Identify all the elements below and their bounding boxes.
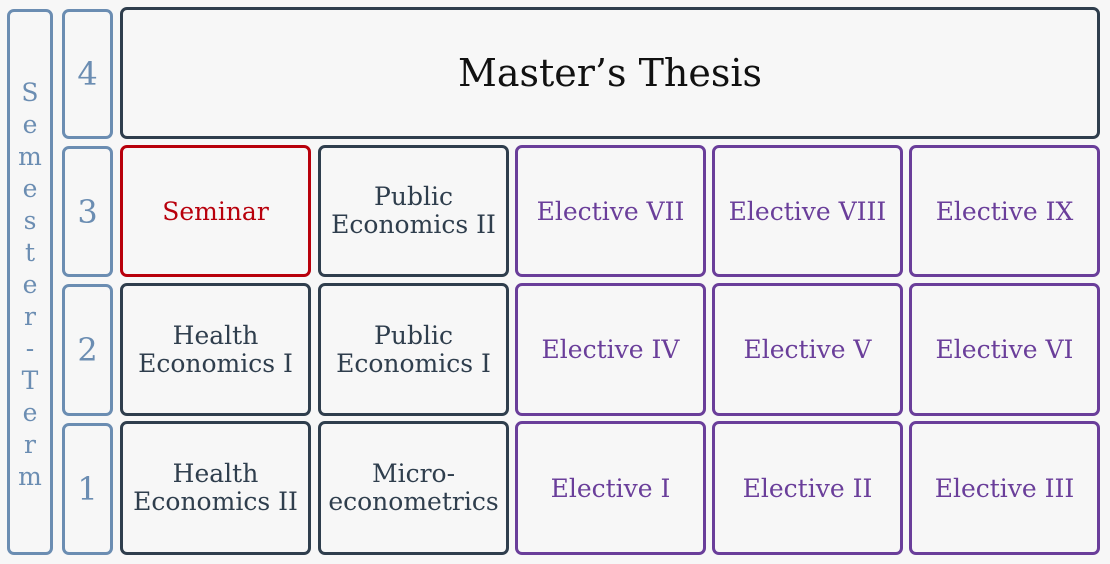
course-label: Public Economics II	[331, 183, 496, 239]
public-economics-ii-box: Public Economics II	[318, 145, 509, 277]
public-economics-i-box: Public Economics I	[318, 283, 509, 416]
course-label: Health Economics II	[133, 460, 298, 516]
elective-viii-box: Elective VIII	[712, 145, 903, 277]
axis-char: r	[24, 302, 36, 331]
course-label-line: Micro-	[371, 459, 456, 488]
semester-4-label: 4	[62, 9, 113, 139]
elective-vii-box: Elective VII	[515, 145, 706, 277]
course-label: Public Economics I	[336, 320, 491, 378]
axis-char: m	[18, 462, 42, 491]
elective-iii-box: Elective III	[909, 421, 1100, 555]
elective-v-box: Elective V	[712, 283, 903, 416]
axis-char: s	[23, 206, 37, 235]
semester-3-label: 3	[62, 146, 113, 277]
elective-i-box: Elective I	[515, 421, 706, 555]
axis-char: e	[22, 398, 38, 427]
axis-char: -	[25, 334, 35, 363]
axis-char: m	[18, 142, 42, 171]
course-label-line: Economics II	[133, 487, 298, 516]
microeconometrics-box: Micro- econometrics	[318, 421, 509, 555]
course-label-line: Economics I	[336, 348, 491, 378]
semester-1-label: 1	[62, 423, 113, 555]
elective-vi-box: Elective VI	[909, 283, 1100, 416]
axis-char: e	[22, 110, 38, 139]
elective-ii-box: Elective II	[712, 421, 903, 555]
axis-char: r	[24, 430, 36, 459]
seminar-box: Seminar	[120, 145, 311, 277]
semester-term-axis-label: S e m e s t e r - T e r m	[7, 9, 53, 555]
course-label: Health Economics I	[138, 320, 293, 378]
elective-ix-box: Elective IX	[909, 145, 1100, 277]
health-economics-i-box: Health Economics I	[120, 283, 311, 416]
elective-iv-box: Elective IV	[515, 283, 706, 416]
course-label-line: Public	[374, 320, 453, 350]
course-label-line: Health	[172, 459, 259, 488]
course-label: Micro- econometrics	[328, 460, 498, 516]
axis-char: e	[22, 270, 38, 299]
health-economics-ii-box: Health Economics II	[120, 421, 311, 555]
course-label-line: Economics I	[138, 348, 293, 378]
axis-char: S	[21, 78, 39, 107]
course-label-line: Health	[172, 320, 259, 350]
masters-thesis-box: Master’s Thesis	[120, 7, 1100, 139]
semester-2-label: 2	[62, 284, 113, 416]
axis-char: T	[21, 366, 39, 395]
axis-char: t	[24, 238, 36, 267]
course-label-line: Public	[374, 182, 453, 211]
course-label-line: econometrics	[328, 487, 499, 516]
course-label-line: Economics II	[331, 210, 496, 239]
axis-char: e	[22, 174, 38, 203]
